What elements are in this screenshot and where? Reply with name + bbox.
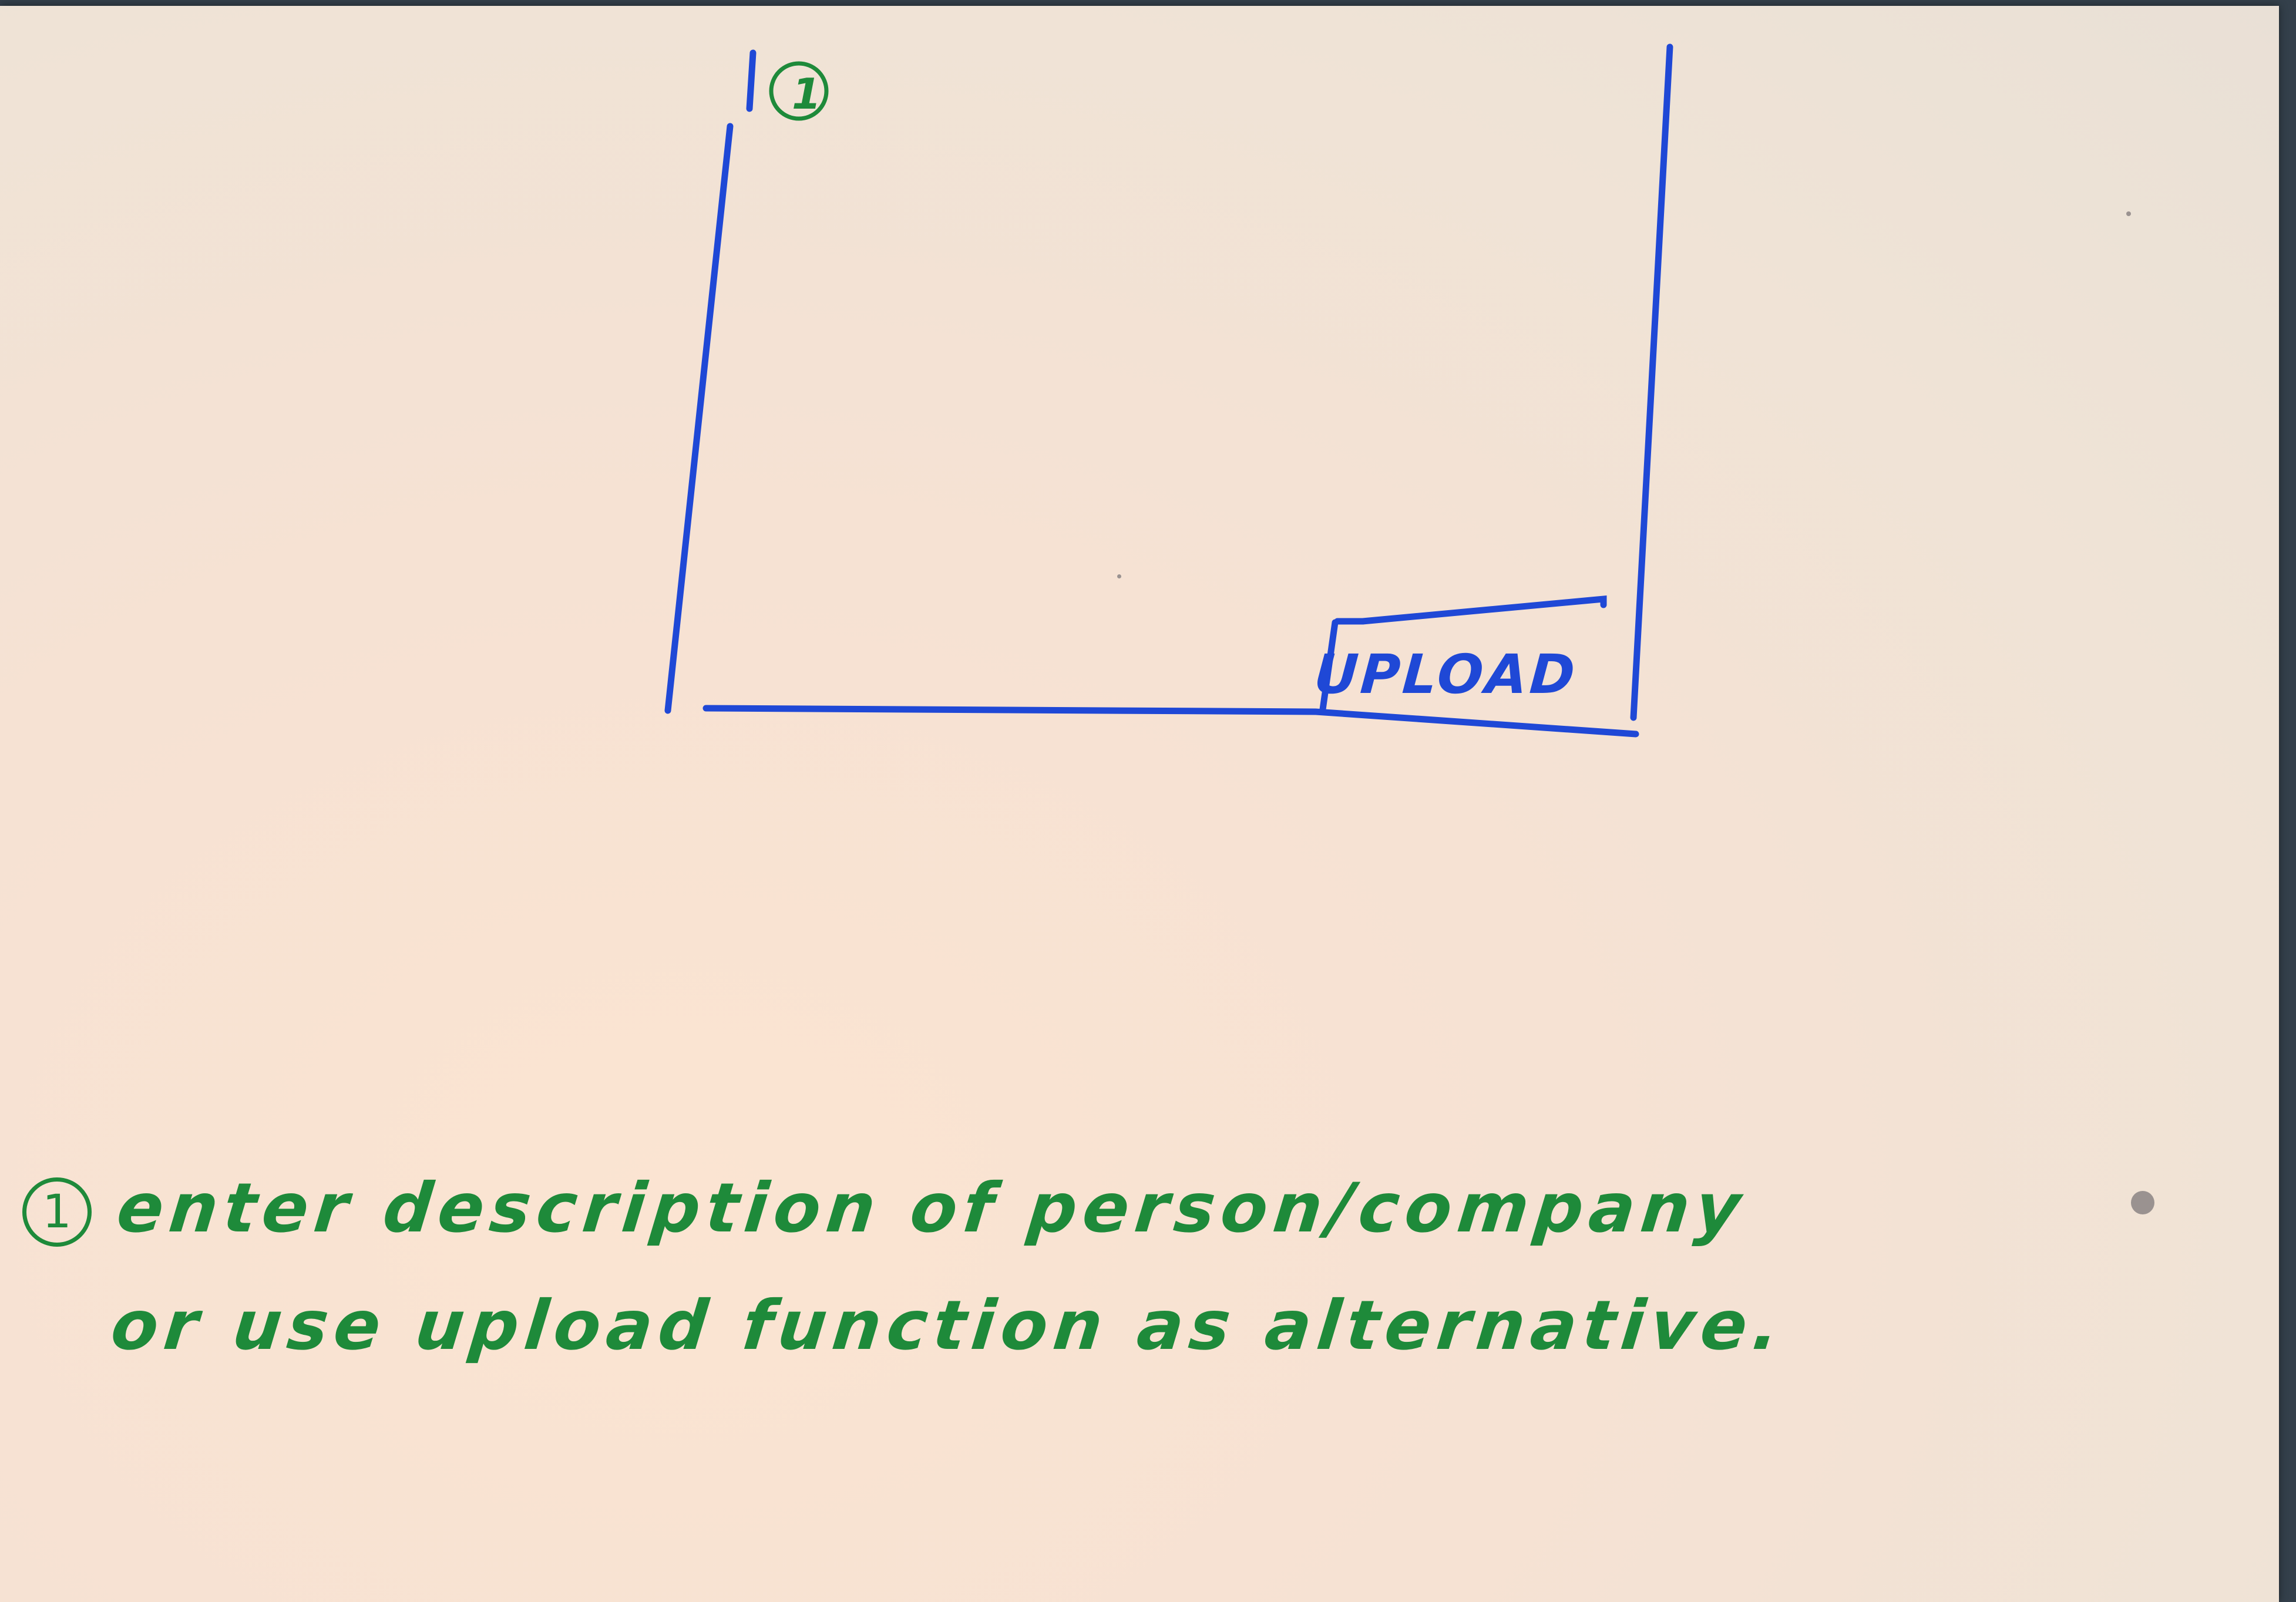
frame-marker-number: 1 [792, 69, 821, 119]
upload-button-left-edge [1319, 619, 1339, 713]
upload-button[interactable]: UPLOAD [1312, 643, 1579, 706]
text-area-right-edge [1630, 43, 1673, 721]
text-area-bottom-edge [702, 705, 1639, 738]
text-area-left-edge [664, 123, 734, 714]
paper-card [0, 6, 2279, 1602]
note-line-1: enter description of person/company [113, 1169, 1750, 1248]
paper-speck [2126, 211, 2131, 216]
upload-button-top-edge [1359, 595, 1607, 625]
note-marker: 1 [22, 1177, 92, 1247]
paper-blemish [2131, 1191, 2154, 1214]
upload-button-label: UPLOAD [1312, 643, 1579, 706]
paper-speck [1117, 574, 1121, 578]
text-area-left-stub [746, 49, 757, 112]
note-line-2: or use upload function as alternative. [107, 1286, 1789, 1365]
frame-marker-circle [769, 61, 829, 121]
